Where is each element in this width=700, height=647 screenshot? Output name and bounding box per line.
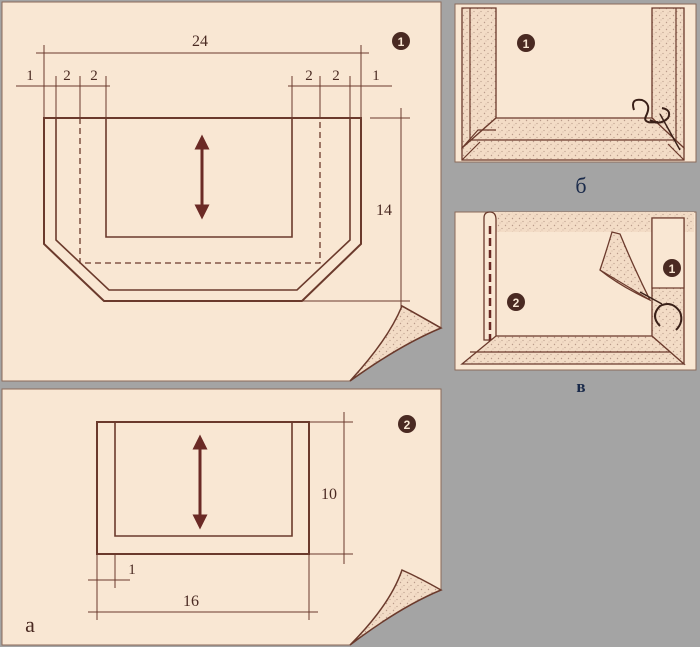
dim-top-left-label-b: 2 (63, 68, 71, 84)
circled-number-icon-b: 1 (517, 34, 535, 52)
dim-small-label-2: 1 (128, 562, 136, 578)
paper-sheet-2 (1, 388, 442, 646)
caption-b: б (575, 173, 586, 198)
folded-top-strip (486, 212, 694, 232)
dimension-lines-top-1 (16, 45, 410, 310)
dimension-lines-2 (88, 412, 353, 620)
circled-number-icon-1: 1 (392, 32, 410, 50)
panel-b: 1 б (454, 3, 697, 198)
marker-label: 2 (513, 296, 520, 310)
panel-a-part2: 10 1 16 2 а (1, 388, 443, 646)
dim-height-label-2: 10 (321, 486, 337, 503)
marker-label: 1 (523, 37, 530, 51)
page-curl-icon (349, 304, 443, 382)
dim-height-label-1: 14 (376, 202, 392, 219)
folded-side-bottom (461, 117, 685, 161)
dim-top-left-label-c: 2 (90, 68, 98, 84)
caption-v: в (576, 377, 585, 396)
paper-sheet-1 (1, 1, 442, 382)
dim-top-right-label-b: 2 (332, 68, 340, 84)
marker-label: 1 (398, 35, 405, 49)
pattern-outline-2 (96, 421, 310, 555)
dim-top-right-label-a: 2 (305, 68, 313, 84)
panel-v: 1 2 в (454, 211, 697, 396)
needle-and-thread-icon (639, 291, 683, 331)
circled-number-icon-v1: 1 (663, 259, 681, 277)
panel-a-part1: 24 1 2 2 2 2 1 14 1 (1, 1, 443, 382)
folded-side-bottom-v (460, 335, 686, 365)
pattern-fold-line-1 (79, 118, 321, 264)
marker-label: 1 (669, 262, 676, 276)
circled-number-icon-2: 2 (398, 415, 416, 433)
needle-and-thread-icon (632, 98, 681, 151)
dim-top-left-label-a: 1 (26, 68, 34, 84)
marker-label: 2 (404, 418, 411, 432)
circled-number-icon-v2: 2 (507, 293, 525, 311)
peeled-flap (599, 231, 652, 302)
dim-top-right-label-c: 1 (372, 68, 380, 84)
page-curl-icon (349, 568, 443, 646)
dim-width-label-2: 16 (183, 593, 199, 610)
dim-width-label-1: 24 (192, 33, 208, 50)
pattern-inner-line-2 (114, 422, 293, 537)
pattern-inner-line-1 (55, 118, 351, 291)
caption-a: а (25, 612, 35, 637)
pattern-opening-1 (105, 118, 293, 238)
